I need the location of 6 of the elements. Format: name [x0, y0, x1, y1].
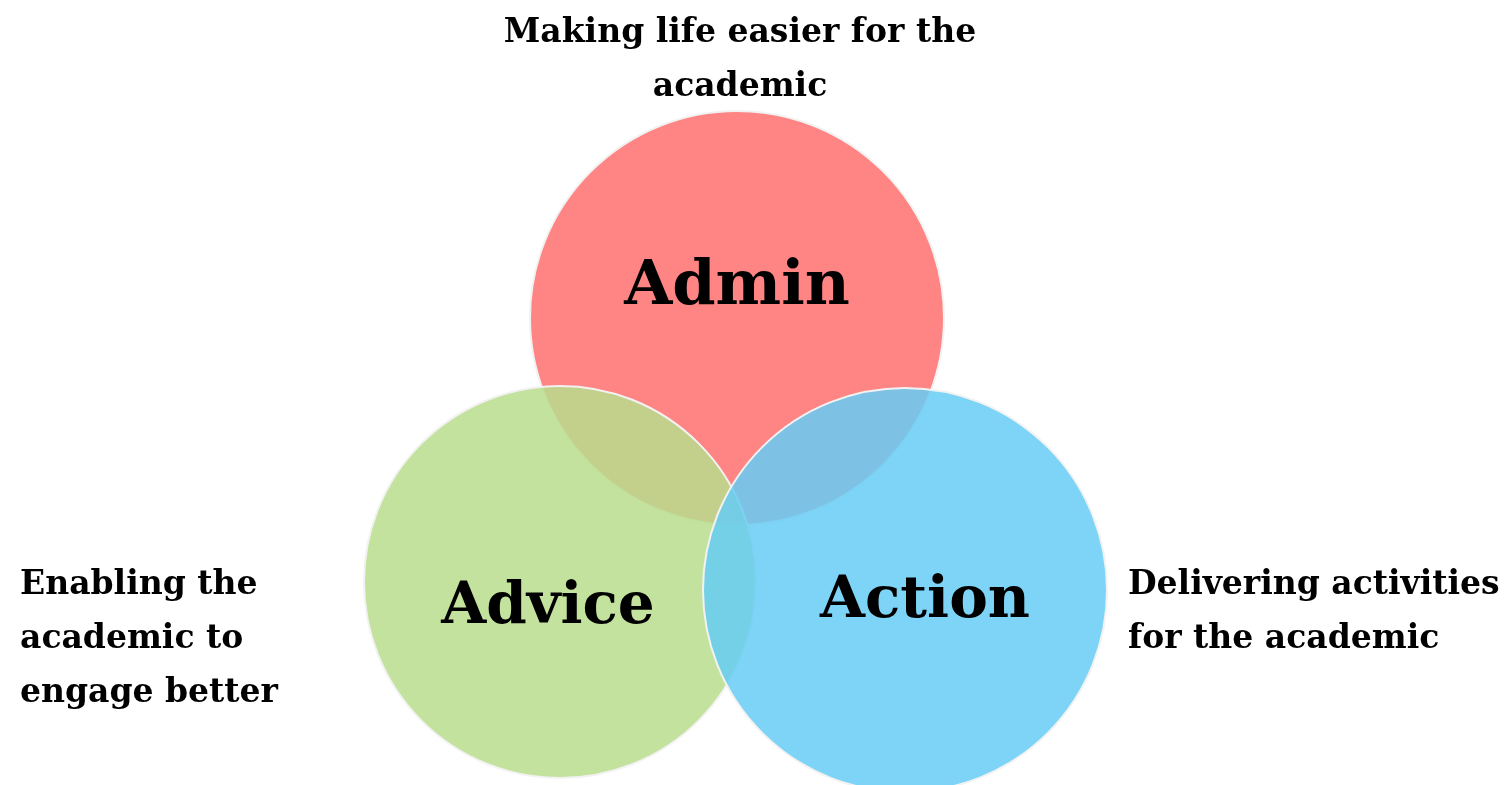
description-text: Delivering activities for the academic: [1128, 562, 1500, 658]
circle-label: Advice: [441, 569, 655, 637]
description-text: Making life easier for the academic: [502, 10, 978, 106]
circle-label: Admin: [624, 245, 850, 319]
description-text: Enabling the academic to engage better: [20, 562, 280, 712]
circle-label: Action: [820, 563, 1030, 631]
